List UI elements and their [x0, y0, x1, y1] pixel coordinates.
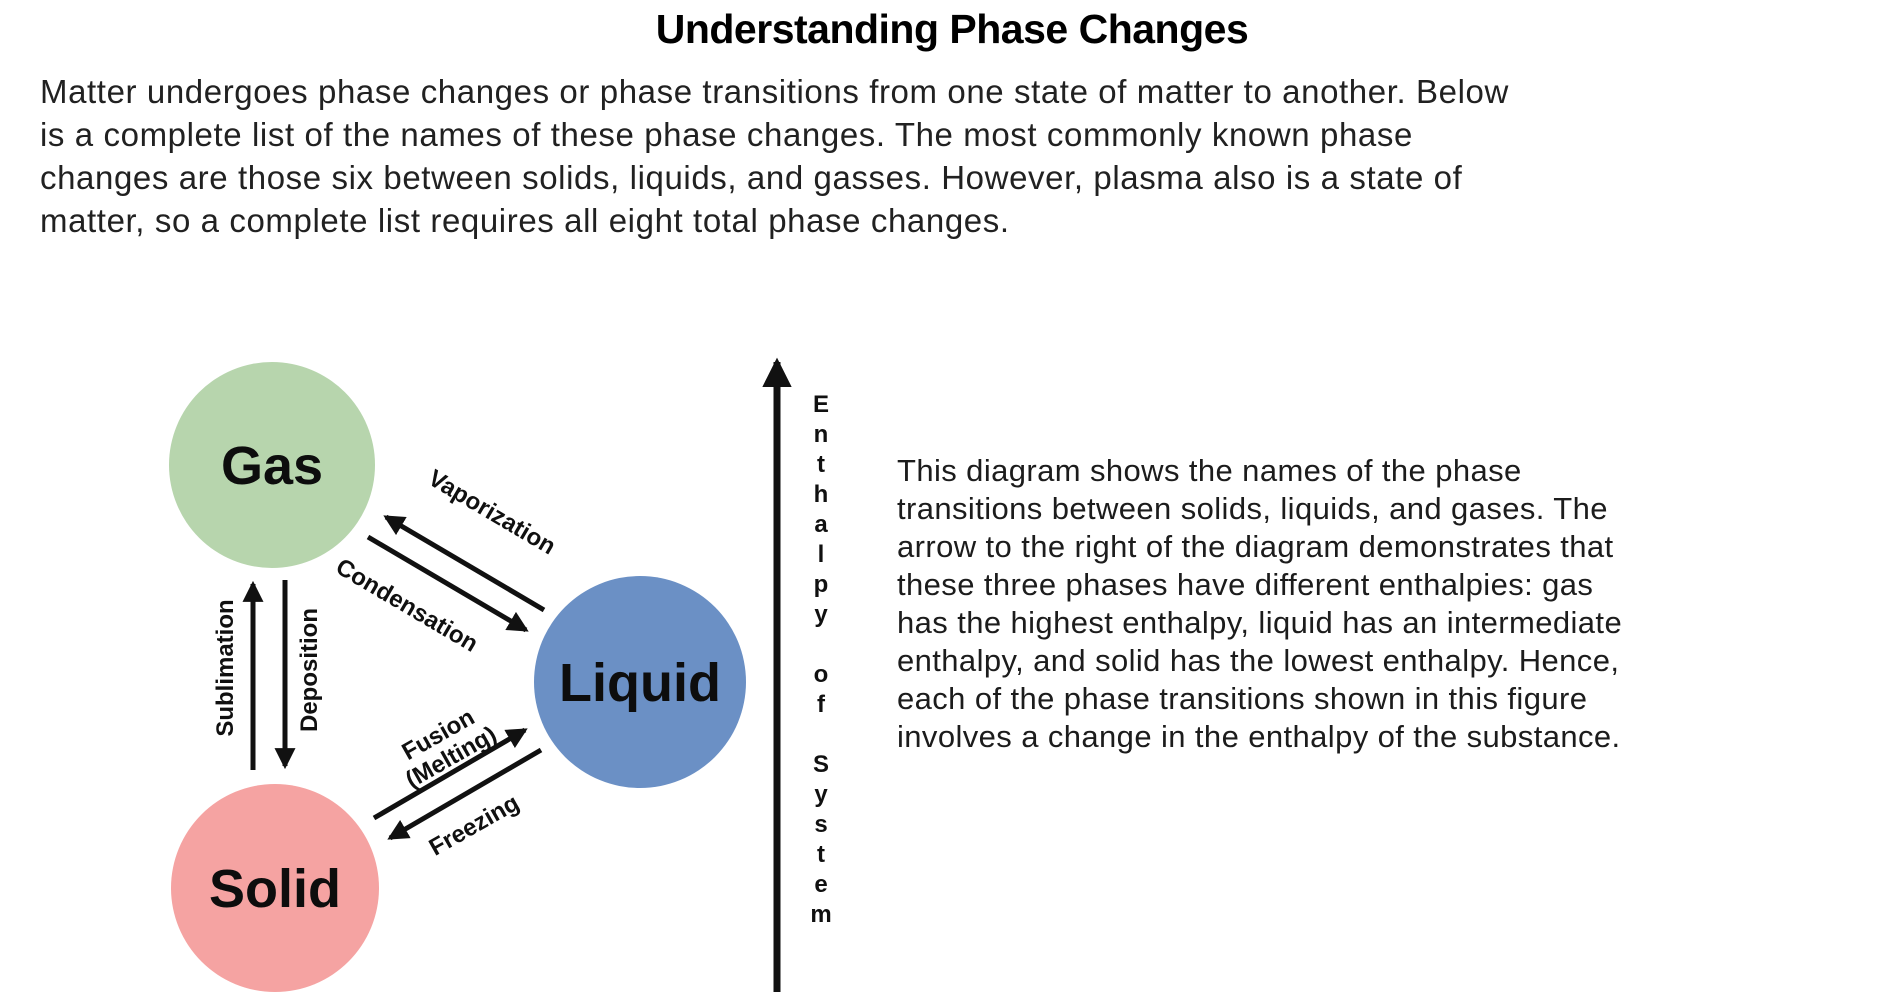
description-line: has the highest enthalpy, liquid has an … [897, 605, 1623, 640]
intro-line: Matter undergoes phase changes or phase … [40, 73, 1509, 110]
enthalpy-axis-label: E n t h a l p y o f S y s t e m [810, 391, 832, 928]
description-line: enthalpy, and solid has the lowest entha… [897, 643, 1620, 678]
intro-paragraph: Matter undergoes phase changes or phase … [40, 70, 1509, 242]
gas-circle [169, 362, 375, 568]
description-paragraph: This diagram shows the names of the phas… [897, 452, 1622, 756]
deposition-label: Deposition [296, 608, 323, 732]
freezing-label: Freezing [425, 789, 524, 861]
description-line: each of the phase transitions shown in t… [897, 681, 1588, 716]
intro-line: matter, so a complete list requires all … [40, 202, 1010, 239]
condensation-arrow [366, 534, 529, 633]
fusion-arrow [372, 727, 528, 821]
solid-circle [171, 784, 379, 992]
description-line: transitions between solids, liquids, and… [897, 491, 1608, 526]
description-line: This diagram shows the names of the phas… [897, 453, 1522, 488]
vaporization-label: Vaporization [423, 465, 560, 561]
page-title: Understanding Phase Changes [655, 6, 1249, 52]
description-line: arrow to the right of the diagram demons… [897, 529, 1614, 564]
vaporization-arrow [383, 514, 546, 613]
intro-line: is a complete list of the names of these… [40, 116, 1413, 153]
liquid-label: Liquid [559, 653, 721, 713]
solid-label: Solid [209, 859, 341, 919]
intro-line: changes are those six between solids, li… [40, 159, 1463, 196]
phase-diagram: Gas Liquid Solid Vaporization Condensati… [169, 357, 792, 992]
sublimation-label: Sublimation [212, 599, 239, 736]
freezing-arrow [387, 747, 543, 841]
liquid-circle [534, 576, 746, 788]
description-line: involves a change in the enthalpy of the… [897, 719, 1621, 754]
gas-label: Gas [221, 436, 323, 496]
description-line: these three phases have different enthal… [897, 567, 1594, 602]
condensation-label: Condensation [331, 553, 483, 657]
